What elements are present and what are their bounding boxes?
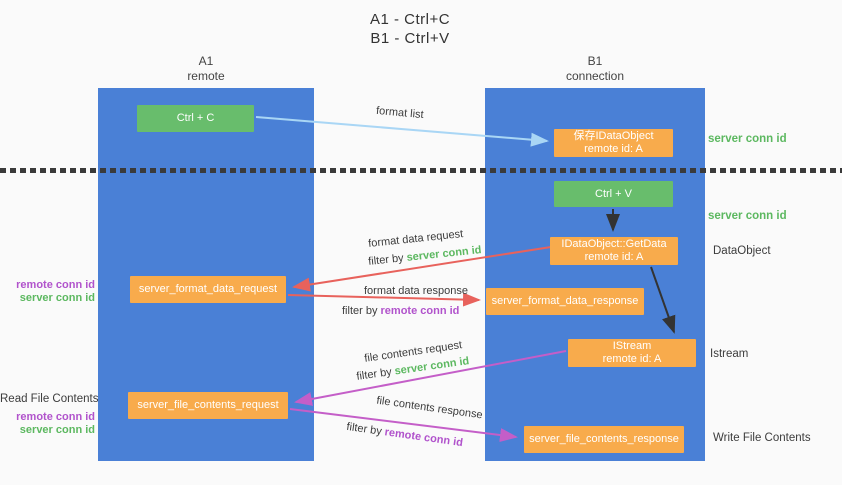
- dashed-separator: [0, 168, 842, 173]
- annotation-dataobject: DataObject: [713, 245, 771, 257]
- label-file-contents-response: file contents response: [376, 395, 484, 422]
- node-getdata-line2: remote id: A: [584, 251, 644, 263]
- node-istream: IStream remote id: A: [568, 339, 696, 367]
- lane-b1-id: B1: [587, 54, 603, 68]
- label-format-data-response-text: format data response: [364, 285, 468, 297]
- node-ctrl-v: Ctrl + V: [554, 181, 673, 207]
- node-istream-line1: IStream: [612, 340, 652, 352]
- server-conn-id-text: server conn id: [406, 244, 483, 264]
- node-save-idataobject-line1: 保存IDataObject: [573, 130, 654, 142]
- node-save-idataobject-line2: remote id: A: [584, 143, 643, 155]
- node-server-format-data-request: server_format_data_request: [130, 276, 286, 303]
- annotation-server-conn-id-top: server conn id: [708, 133, 787, 145]
- node-server-file-contents-response: server_file_contents_response: [524, 426, 684, 453]
- filter-by-text: filter by: [355, 366, 393, 383]
- annotation-left-file-ids: Read File Contents remote conn id server…: [0, 393, 99, 437]
- node-file-response-label: server_file_contents_response: [529, 433, 679, 445]
- label-format-list-text: format list: [375, 104, 425, 122]
- filter-by-text: filter by: [345, 420, 383, 438]
- annotation-remote-conn-id: remote conn id: [16, 279, 95, 291]
- title-line-1: A1 - Ctrl+C: [369, 11, 451, 28]
- annotation-write-file-contents: Write File Contents: [713, 432, 811, 444]
- title-line-2: B1 - Ctrl+V: [370, 30, 450, 47]
- annotation-server-conn-id-mid: server conn id: [708, 210, 787, 222]
- remote-conn-id-text: remote conn id: [380, 305, 460, 317]
- node-getdata-line1: IDataObject::GetData: [561, 238, 667, 250]
- diagram-title: A1 - Ctrl+C B1 - Ctrl+V: [0, 10, 820, 48]
- annotation-server-conn-id: server conn id: [19, 292, 95, 304]
- annotation-remote-conn-id: remote conn id: [16, 411, 95, 423]
- annotation-read-file-contents: Read File Contents: [0, 393, 99, 405]
- lane-b1-role: connection: [565, 69, 625, 83]
- node-format-response-label: server_format_data_response: [491, 295, 639, 307]
- lane-a1-role: remote: [187, 69, 225, 83]
- node-format-request-label: server_format_data_request: [138, 283, 278, 295]
- label-file-contents-response-text: file contents response: [375, 394, 484, 422]
- node-ctrl-c: Ctrl + C: [137, 105, 254, 132]
- lane-header-b1: B1 connection: [535, 54, 655, 84]
- node-istream-line2: remote id: A: [602, 353, 662, 365]
- node-idataobject-getdata: IDataObject::GetData remote id: A: [550, 237, 678, 265]
- annotation-server-conn-id: server conn id: [19, 424, 95, 436]
- label-format-list: format list: [376, 105, 425, 121]
- node-file-request-label: server_file_contents_request: [137, 399, 279, 411]
- lane-a1-id: A1: [198, 54, 214, 68]
- remote-conn-id-text: remote conn id: [383, 426, 464, 450]
- node-ctrl-c-label: Ctrl + C: [176, 112, 215, 124]
- lane-header-a1: A1 remote: [146, 54, 266, 84]
- label-format-data-response: format data response: [364, 285, 468, 297]
- node-ctrl-v-label: Ctrl + V: [595, 187, 632, 200]
- filter-by-text: filter by: [367, 252, 405, 268]
- node-server-file-contents-request: server_file_contents_request: [128, 392, 288, 419]
- annotation-left-format-ids: remote conn id server conn id: [0, 279, 95, 305]
- annotation-istream: Istream: [710, 348, 749, 360]
- node-server-format-data-response: server_format_data_response: [486, 288, 644, 315]
- filter-by-text: filter by: [342, 305, 378, 317]
- label-filter-by-remote-conn-id-2: filter by remote conn id: [346, 421, 464, 449]
- node-save-idataobject: 保存IDataObject remote id: A: [554, 129, 673, 157]
- label-filter-by-remote-conn-id-1: filter by remote conn id: [342, 305, 459, 317]
